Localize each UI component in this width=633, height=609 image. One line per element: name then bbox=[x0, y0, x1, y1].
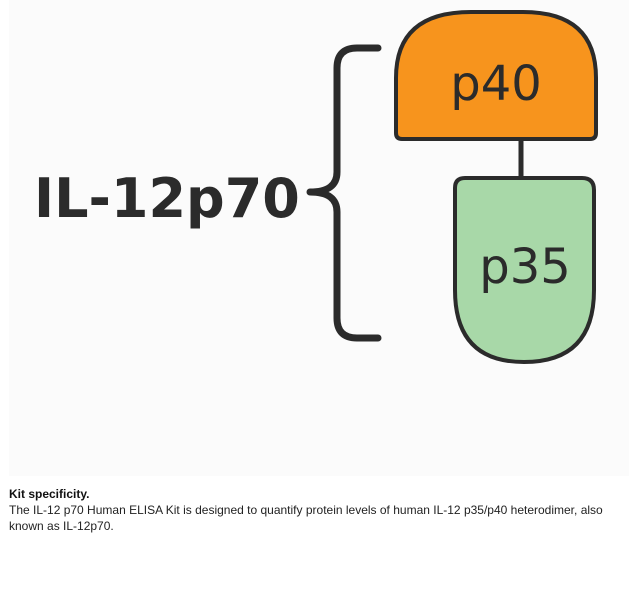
figure-caption: Kit specificity. The IL-12 p70 Human ELI… bbox=[9, 486, 629, 534]
p40-shape bbox=[394, 10, 598, 141]
il12-structure-diagram: IL-12p70 p40 p35 bbox=[34, 10, 598, 365]
caption-body: The IL-12 p70 Human ELISA Kit is designe… bbox=[9, 503, 603, 533]
p40-subunit: p40 bbox=[394, 10, 598, 141]
complex-label: IL-12p70 bbox=[34, 167, 300, 230]
grouping-brace bbox=[306, 44, 382, 342]
p35-label: p35 bbox=[479, 239, 571, 295]
p40-label: p40 bbox=[450, 56, 542, 112]
p35-shape bbox=[453, 176, 596, 365]
caption-title: Kit specificity. bbox=[9, 487, 90, 501]
p35-subunit: p35 bbox=[453, 176, 596, 365]
